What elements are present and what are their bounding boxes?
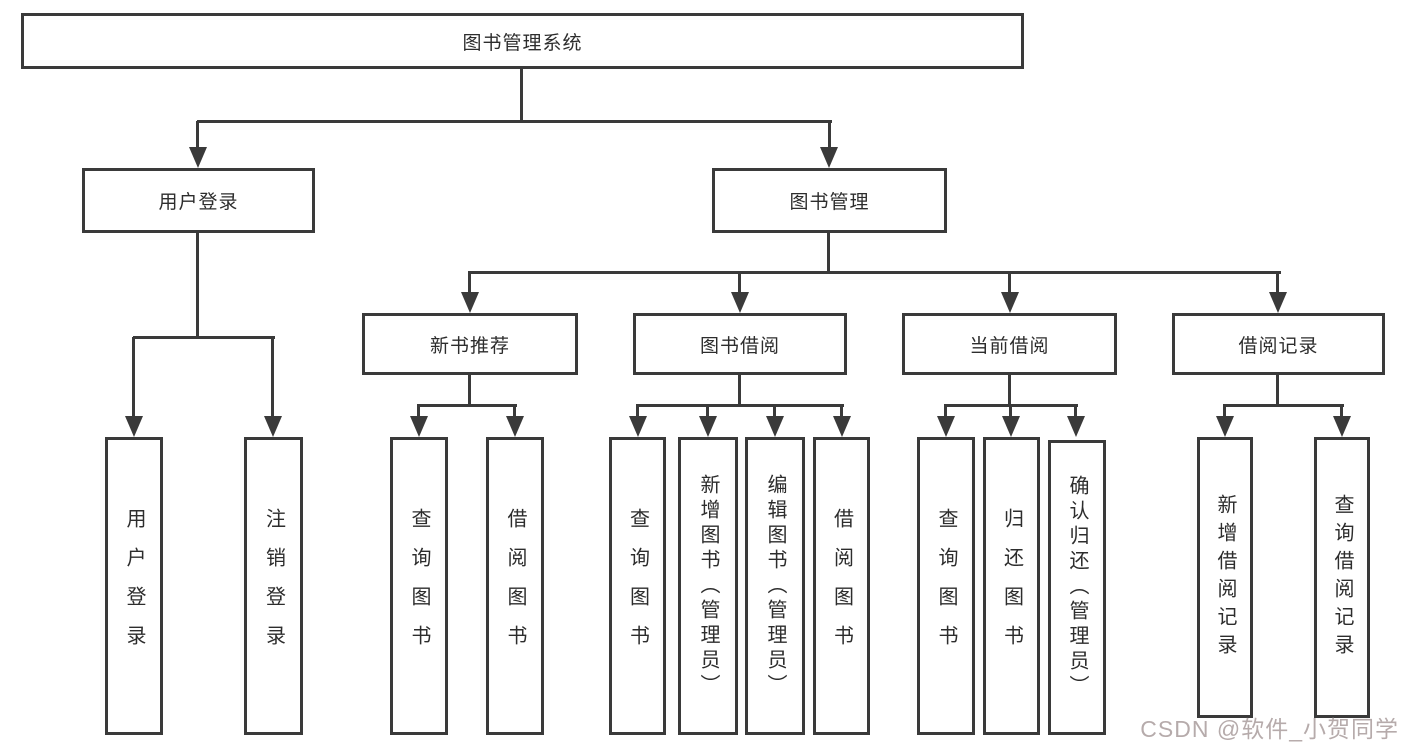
node-borrowing-records-label: 借阅记录 [1238, 335, 1319, 357]
node-user-login-label: 用户登录 [158, 192, 239, 213]
leaf-cb-query-books-label: 查询图书 [935, 508, 957, 664]
connector-line [417, 405, 420, 418]
arrow-down-icon [937, 416, 955, 437]
leaf-nbr-borrow-books: 借阅图书 [486, 437, 544, 735]
connector-line [132, 337, 135, 417]
leaf-bb-borrow-books-label: 借阅图书 [830, 508, 853, 664]
arrow-down-icon [629, 416, 647, 437]
connector-line [1223, 405, 1226, 418]
connector-line [271, 337, 274, 417]
node-root: 图书管理系统 [21, 13, 1024, 69]
leaf-br-add-record: 新增借阅记录 [1197, 437, 1253, 718]
leaf-br-add-record-label: 新增借阅记录 [1214, 493, 1236, 662]
leaf-logout-label: 注销登录 [262, 508, 285, 664]
connector-line [738, 375, 741, 406]
connector-line [706, 405, 709, 418]
connector-line [468, 272, 471, 294]
connector-line [468, 375, 471, 406]
arrow-down-icon [820, 147, 838, 168]
connector-line [468, 271, 1281, 274]
node-book-borrowing-label: 图书借阅 [699, 335, 780, 357]
arrow-down-icon [264, 416, 282, 437]
arrow-down-icon [189, 147, 207, 168]
arrow-down-icon [461, 292, 479, 313]
leaf-user-login-label: 用户登录 [123, 508, 145, 664]
arrow-down-icon [1002, 416, 1020, 437]
leaf-cb-confirm-return-admin-label: 确认归还（管理员） [1066, 475, 1088, 700]
connector-line [1008, 375, 1011, 406]
connector-line [828, 121, 831, 149]
leaf-bb-edit-books-admin: 编辑图书（管理员） [745, 437, 805, 735]
connector-line [417, 404, 517, 407]
node-current-borrowing-label: 当前借阅 [969, 335, 1050, 357]
node-new-book-recommend: 新书推荐 [362, 313, 578, 375]
node-new-book-recommend-label: 新书推荐 [429, 335, 510, 357]
connector-line [738, 272, 741, 294]
leaf-br-query-record: 查询借阅记录 [1314, 437, 1370, 718]
node-book-management: 图书管理 [712, 168, 947, 233]
node-book-management-label: 图书管理 [789, 192, 870, 213]
arrow-down-icon [1067, 416, 1085, 437]
leaf-bb-edit-books-admin-label: 编辑图书（管理员） [764, 473, 786, 699]
arrow-down-icon [506, 416, 524, 437]
connector-line [520, 69, 523, 122]
leaf-nbr-borrow-books-label: 借阅图书 [504, 508, 526, 664]
connector-line [636, 405, 639, 418]
node-book-borrowing: 图书借阅 [633, 313, 847, 375]
arrow-down-icon [1333, 416, 1351, 437]
leaf-cb-confirm-return-admin: 确认归还（管理员） [1048, 440, 1106, 735]
connector-line [133, 336, 275, 339]
leaf-bb-add-books-admin: 新增图书（管理员） [678, 437, 738, 735]
connector-line [636, 404, 844, 407]
arrow-down-icon [833, 416, 851, 437]
arrow-down-icon [125, 416, 143, 437]
arrow-down-icon [1269, 292, 1287, 313]
watermark: CSDN @软件_小贺同学 [1140, 716, 1399, 742]
connector-line [944, 405, 947, 418]
leaf-bb-query-books-label: 查询图书 [626, 508, 649, 664]
leaf-br-query-record-label: 查询借阅记录 [1331, 493, 1353, 662]
connector-line [197, 120, 832, 123]
leaf-cb-return-books: 归还图书 [983, 437, 1040, 735]
connector-line [827, 233, 830, 273]
connector-line [196, 233, 199, 338]
connector-line [1276, 375, 1279, 406]
leaf-bb-add-books-admin-label: 新增图书（管理员） [697, 473, 719, 699]
connector-line [1276, 272, 1279, 294]
connector-line [1223, 404, 1344, 407]
arrow-down-icon [731, 292, 749, 313]
leaf-logout: 注销登录 [244, 437, 303, 735]
node-current-borrowing: 当前借阅 [902, 313, 1117, 375]
connector-line [840, 405, 843, 418]
leaf-nbr-query-books: 查询图书 [390, 437, 448, 735]
arrow-down-icon [410, 416, 428, 437]
connector-line [1340, 405, 1343, 418]
leaf-bb-borrow-books: 借阅图书 [813, 437, 870, 735]
node-user-login: 用户登录 [82, 168, 315, 233]
connector-line [1009, 405, 1012, 418]
arrow-down-icon [1001, 292, 1019, 313]
leaf-cb-query-books: 查询图书 [917, 437, 975, 735]
arrow-down-icon [1216, 416, 1234, 437]
connector-line [196, 121, 199, 149]
leaf-user-login: 用户登录 [105, 437, 163, 735]
leaf-cb-return-books-label: 归还图书 [1000, 508, 1023, 664]
arrow-down-icon [766, 416, 784, 437]
node-root-label: 图书管理系统 [462, 32, 583, 54]
arrow-down-icon [699, 416, 717, 437]
leaf-bb-query-books: 查询图书 [609, 437, 666, 735]
connector-line [513, 405, 516, 418]
connector-line [1074, 405, 1077, 418]
leaf-nbr-query-books-label: 查询图书 [408, 508, 430, 664]
node-borrowing-records: 借阅记录 [1172, 313, 1385, 375]
connector-line [773, 405, 776, 418]
connector-line [1008, 272, 1011, 294]
